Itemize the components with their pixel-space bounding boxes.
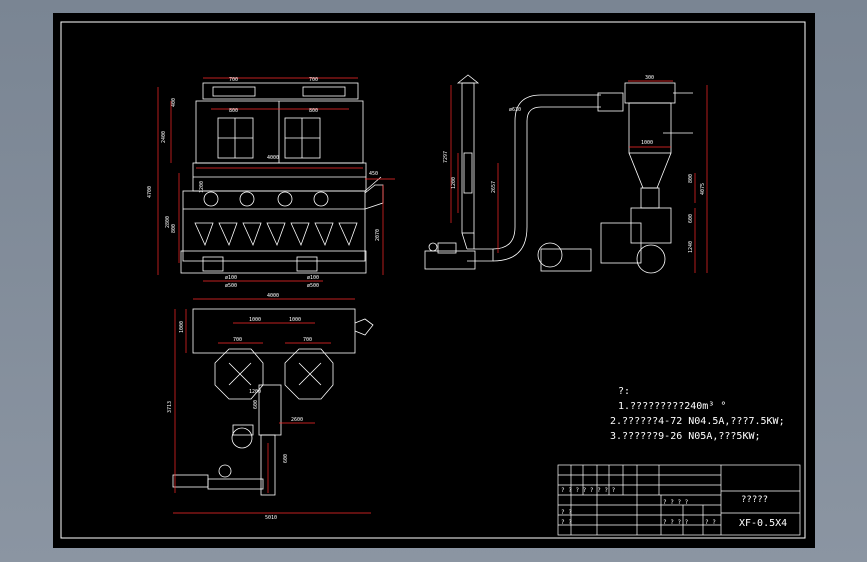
- dim-plan-h2: 3713: [167, 401, 173, 413]
- plan-view: [172, 308, 374, 496]
- notes-line-1: 1.?????????240m³ °: [618, 401, 727, 412]
- dim-side-4: 7297: [443, 151, 449, 163]
- title-block: [557, 464, 801, 536]
- dim-plan-d4: 700: [303, 337, 312, 343]
- dim-plan-d9: 1200: [249, 389, 261, 395]
- title-block-cell-f: ? ?: [705, 519, 716, 526]
- title-block-cell-b: ? ? ? ?: [663, 499, 689, 506]
- plan-view-labels: 4000 1000 1000 700 700 1000 3713 2600 50…: [167, 293, 312, 521]
- dim-side-1: 300: [645, 75, 654, 81]
- dim-front-h-b: 1200: [199, 181, 205, 193]
- dim-side-5: 1200: [451, 177, 457, 189]
- dim-front-h-d: 2800: [165, 216, 171, 228]
- title-block-cell-e: ? ? ? ?: [663, 519, 689, 526]
- dim-side-2: ø630: [509, 107, 521, 113]
- dim-plan-d1: 1000: [249, 317, 261, 323]
- dim-front-top2: 700: [309, 77, 318, 83]
- dim-plan-d3: 700: [233, 337, 242, 343]
- dim-front-d2b: ø500: [307, 283, 319, 289]
- title-block-cell-d: ? ?: [561, 519, 572, 526]
- dim-side-10: 1240: [688, 241, 694, 253]
- notes-line-2: 2.??????4-72 N04.5A,???7.5KW;: [610, 416, 785, 427]
- notes-title: ?:: [618, 386, 631, 397]
- side-elevation-labels: 300 1000 ø630 7297 1200 2657 4075 800 60…: [443, 75, 706, 253]
- drawing-sheet: 700 700 800 800 4000 4700 2400 400 1200 …: [53, 13, 815, 548]
- front-elevation: [180, 82, 384, 274]
- dim-front-h-upper: 2400: [161, 131, 167, 143]
- dim-side-8: 800: [688, 174, 694, 183]
- drawing-name: ?????: [741, 495, 769, 505]
- dim-front-h-total: 4700: [147, 186, 153, 198]
- dim-front-top1: 700: [229, 77, 238, 83]
- dim-front-h-c: 800: [171, 224, 177, 233]
- dim-side-9: 600: [688, 214, 694, 223]
- dim-side-6: 2657: [491, 181, 497, 193]
- dim-plan-d8: 600: [253, 400, 259, 409]
- side-elevation-dimensions: [450, 80, 708, 273]
- dim-plan-d7: 600: [283, 454, 289, 463]
- dim-plan-width: 4000: [267, 293, 279, 299]
- drawing-number: XF-0.5X4: [739, 518, 788, 529]
- dim-plan-d2: 1000: [289, 317, 301, 323]
- dim-front-d1: ø100: [225, 275, 237, 281]
- dim-front-h-a: 400: [171, 98, 177, 107]
- title-block-cell-a: ? ? ? ? ? ? ? ?: [561, 487, 616, 494]
- cad-drawing: 700 700 800 800 4000 4700 2400 400 1200 …: [60, 21, 806, 539]
- front-elevation-labels: 700 700 800 800 4000 4700 2400 400 1200 …: [147, 77, 381, 289]
- dim-front-width: 4000: [267, 155, 279, 161]
- dim-front-side-h: 2070: [375, 229, 381, 241]
- dim-plan-h1: 1000: [179, 321, 185, 333]
- dim-front-side: 450: [369, 171, 378, 177]
- front-elevation-dimensions: [157, 77, 395, 282]
- dim-side-7: 4075: [700, 183, 706, 195]
- dim-side-3: 1000: [641, 140, 653, 146]
- dim-front-mid1: 800: [229, 108, 238, 114]
- dim-front-d2: ø100: [307, 275, 319, 281]
- dim-front-mid2: 800: [309, 108, 318, 114]
- notes-line-3: 3.??????9-26 N05A,???5KW;: [610, 431, 761, 442]
- side-elevation: [424, 74, 693, 274]
- dim-plan-d6: 5010: [265, 515, 277, 521]
- border-frame: [60, 21, 806, 539]
- plan-view-dimensions: [173, 298, 371, 514]
- dim-plan-d5: 2600: [291, 417, 303, 423]
- dim-front-d1b: ø500: [225, 283, 237, 289]
- title-block-cell-c: ? ?: [561, 509, 572, 516]
